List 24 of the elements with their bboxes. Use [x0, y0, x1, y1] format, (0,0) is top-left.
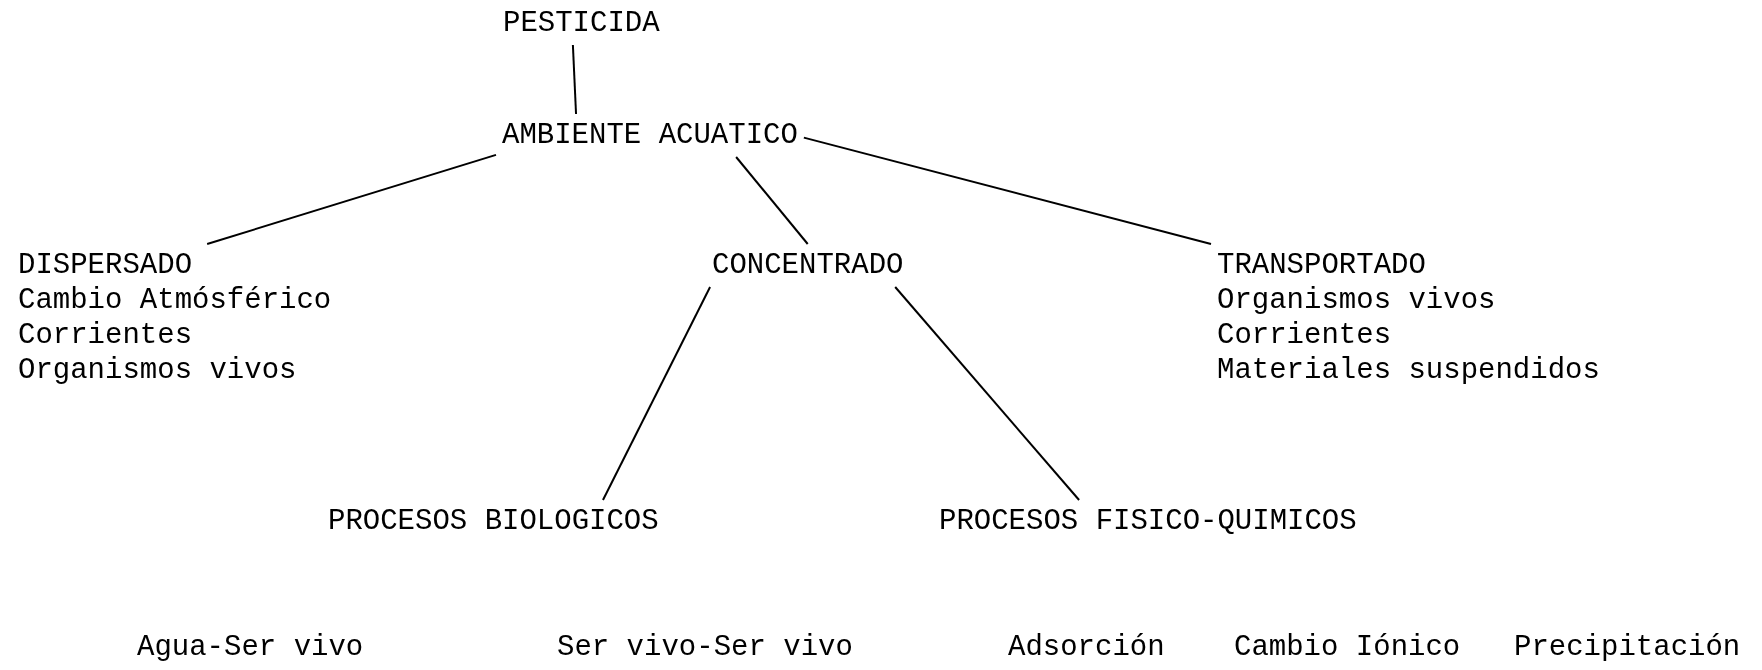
- label-text: Agua-Ser vivo: [137, 630, 364, 665]
- connector-line: [802, 136, 1212, 245]
- label-text: Cambio Iónico: [1234, 630, 1461, 665]
- node-heading: TRANSPORTADO: [1217, 248, 1427, 283]
- node-text: Organismos vivos: [1217, 283, 1497, 318]
- node-text: Corrientes: [18, 318, 194, 353]
- label-text: Ser vivo-Ser vivo: [557, 630, 853, 665]
- node-heading: CONCENTRADO: [712, 248, 904, 283]
- connector-line: [206, 153, 497, 245]
- connector-line: [571, 44, 578, 115]
- node-text: Organismos vivos: [18, 353, 298, 388]
- node-text: Cambio Atmósférico: [18, 283, 332, 318]
- node-text: Materiales suspendidos: [1217, 353, 1600, 388]
- node-heading: AMBIENTE ACUATICO: [502, 118, 798, 153]
- connector-line: [894, 286, 1081, 501]
- node-heading: PESTICIDA: [503, 6, 660, 41]
- label-text: Adsorción: [1008, 630, 1165, 665]
- node-heading: DISPERSADO: [18, 248, 194, 283]
- node-text: Corrientes: [1217, 318, 1393, 353]
- node-heading: PROCESOS BIOLOGICOS: [328, 504, 659, 539]
- connector-line: [602, 286, 712, 501]
- node-heading: PROCESOS FISICO-QUIMICOS: [939, 504, 1357, 539]
- label-text: Precipitación: [1514, 630, 1741, 665]
- connector-line: [735, 156, 809, 245]
